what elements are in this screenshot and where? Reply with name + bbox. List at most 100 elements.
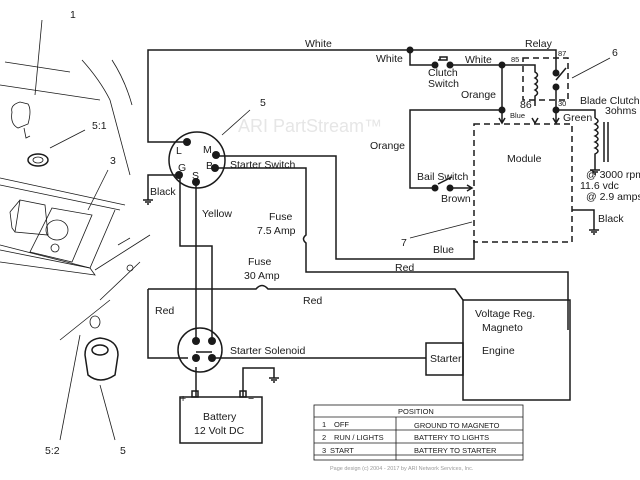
orange-wire	[409, 109, 502, 189]
exploded-parts-drawing	[0, 19, 611, 441]
wires	[143, 49, 609, 397]
label-85: 85	[511, 55, 519, 64]
label-white: White	[465, 54, 492, 66]
label-blade-clutch: 3ohms	[605, 105, 637, 117]
label-starter-solenoid: Starter Solenoid	[230, 345, 305, 357]
table-cell: 2	[322, 433, 326, 442]
label-starter: Starter	[430, 353, 462, 365]
terminal-m: M	[203, 144, 212, 156]
label-blue: Blue	[510, 111, 525, 120]
black-wire	[147, 174, 178, 200]
label-bail-switch: Bail Switch	[417, 171, 469, 183]
table-cell: GROUND TO MAGNETO	[414, 421, 500, 430]
ground-icon	[143, 199, 153, 205]
label-clutch-switch: Switch	[428, 78, 459, 90]
terminal-l: L	[176, 145, 182, 157]
blue-wire	[215, 155, 475, 260]
battery-box	[179, 396, 263, 444]
label-black: Black	[150, 186, 176, 198]
module-box	[473, 123, 573, 243]
label-magneto: Magneto	[482, 322, 523, 334]
callout-5-2: 5:2	[45, 445, 60, 457]
label-orange: Orange	[461, 89, 496, 101]
label-fuse-30: Fuse	[248, 256, 272, 268]
switch-nut-icon	[27, 153, 49, 167]
key-cylinder-icon	[89, 315, 101, 329]
label-fuse-30: 30 Amp	[244, 270, 280, 282]
label-rpm: @ 3000 rpm	[586, 169, 640, 181]
callout-5-1: 5:1	[92, 120, 107, 132]
callout-5: 5	[260, 97, 266, 109]
starter-box	[425, 342, 464, 376]
label-green: Green	[563, 112, 592, 124]
label-vdc: 11.6 vdc	[580, 180, 619, 192]
label-fuse-75: 7.5 Amp	[257, 225, 296, 237]
label-red: Red	[395, 262, 414, 274]
starter-switch	[168, 131, 226, 189]
relay-box	[522, 57, 569, 101]
label-orange: Orange	[370, 140, 405, 152]
table-cell: RUN / LIGHTS	[334, 433, 384, 442]
terminal-b: B	[206, 160, 213, 172]
label-black: Black	[598, 213, 624, 225]
label-plus: +	[180, 393, 186, 405]
table-cell: BATTERY TO STARTER	[414, 446, 497, 455]
label-30: 30	[558, 99, 566, 108]
callout-1: 1	[70, 9, 76, 21]
plate-icon	[29, 207, 93, 263]
label-86: 86	[520, 99, 532, 111]
callout-5b: 5	[120, 445, 126, 457]
label-white: White	[305, 38, 332, 50]
table-cell: 1	[322, 420, 326, 429]
junction-dots	[406, 46, 560, 192]
blade-clutch-coil	[593, 117, 599, 170]
table-header: POSITION	[398, 407, 434, 416]
label-relay: Relay	[525, 38, 553, 50]
label-blade-clutch: Blade Clutch	[580, 95, 640, 107]
watermark: ARI PartStream™	[238, 116, 382, 136]
green-wire	[555, 87, 596, 122]
label-amps: @ 2.9 amps	[586, 191, 640, 203]
label-minus: −	[248, 393, 254, 405]
ground-icon	[590, 169, 600, 175]
label-yellow: Yellow	[202, 208, 232, 220]
table-cell: OFF	[334, 420, 349, 429]
lever-icon	[9, 199, 49, 236]
table-cell: 3	[322, 446, 326, 455]
label-battery: 12 Volt DC	[194, 425, 245, 437]
label-white: White	[376, 53, 403, 65]
label-red: Red	[155, 305, 174, 317]
red-wire-fuse-75	[215, 167, 569, 330]
label-red: Red	[303, 295, 322, 307]
clutch-switch-button	[438, 56, 448, 61]
starter-solenoid	[177, 327, 223, 373]
terminal-g: G	[178, 162, 186, 174]
label-brown: Brown	[441, 193, 471, 205]
table-cell: START	[330, 446, 354, 455]
black-ground-wire	[572, 209, 595, 230]
label-blue: Blue	[433, 244, 454, 256]
ignition-switch-icon	[84, 337, 119, 381]
key-icon	[11, 101, 31, 139]
label-engine: Engine	[482, 345, 515, 357]
label-clutch-switch: Clutch	[428, 67, 458, 79]
footer-copyright: Page design (c) 2004 - 2017 by ARI Netwo…	[330, 466, 474, 472]
bail-switch-lever	[437, 176, 453, 185]
table-cell: BATTERY TO LIGHTS	[414, 433, 489, 442]
label-fuse-75: Fuse	[269, 211, 293, 223]
label-87: 87	[558, 49, 566, 58]
position-table: POSITION 1 OFF GROUND TO MAGNETO 2 RUN /…	[313, 404, 524, 461]
white-clutch-wire	[409, 50, 523, 66]
callout-3: 3	[110, 155, 116, 167]
terminal-s: S	[192, 170, 199, 182]
red-wire-fuse-30	[148, 284, 464, 301]
ground-icon	[589, 229, 599, 235]
label-voltage-reg: Voltage Reg.	[475, 308, 535, 320]
label-battery: Battery	[203, 411, 237, 423]
label-starter-switch: Starter Switch	[230, 159, 296, 171]
callout-7: 7	[401, 237, 407, 249]
ground-icon	[269, 377, 279, 383]
label-module: Module	[507, 153, 542, 165]
callout-6: 6	[612, 47, 618, 59]
